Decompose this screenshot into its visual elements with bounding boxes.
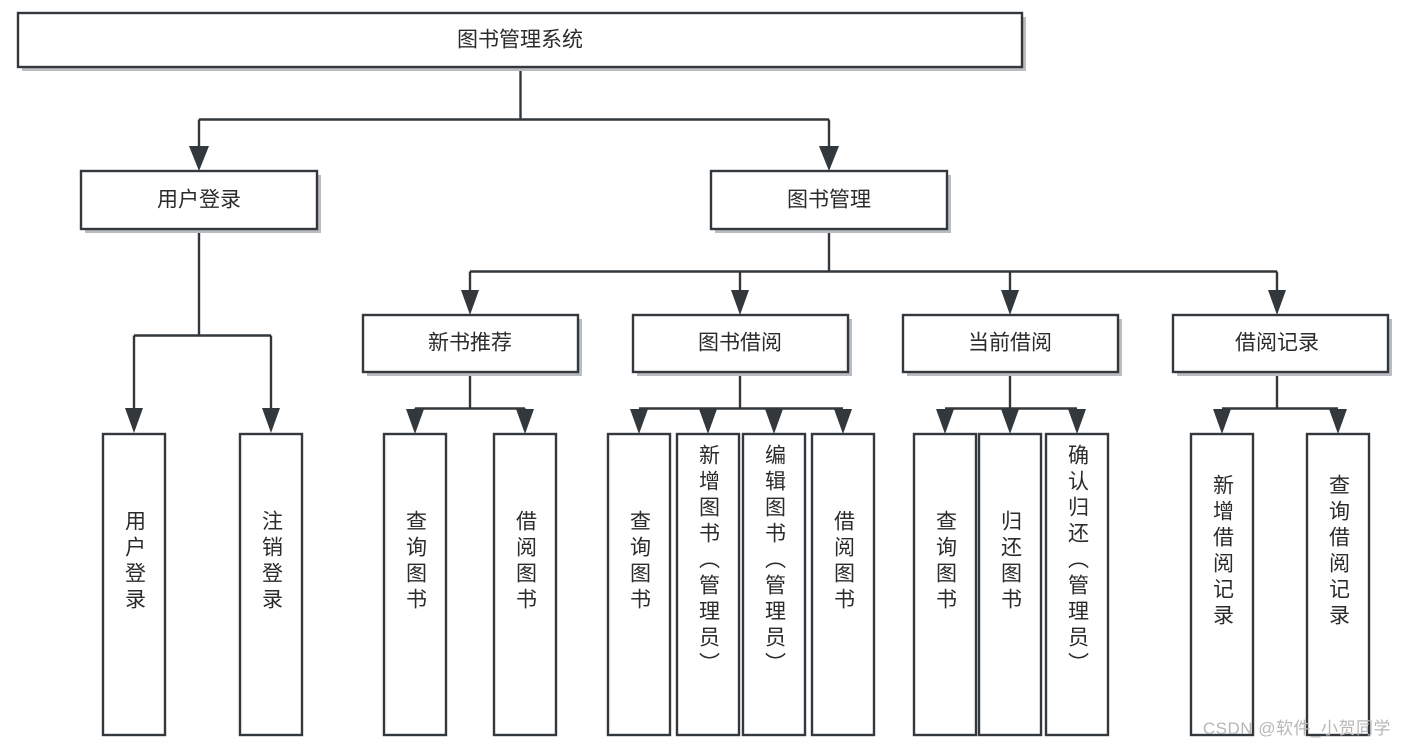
node-current-borrow-box: [901, 313, 1120, 374]
node-book-manage-label: 图书管理: [787, 189, 871, 212]
arrow-borrow-record-leaf-2: [1329, 409, 1347, 434]
node-book-manage-box: [709, 169, 949, 231]
node-current-borrow[interactable]: 当前借阅: [901, 313, 1122, 376]
leaf-current-borrow-2-box: [977, 432, 1043, 737]
leaf-book-borrow-1-box: [606, 432, 672, 737]
arrow-book-borrow-leaf-2: [699, 409, 717, 434]
connector-group-new-book: [406, 375, 534, 434]
node-root[interactable]: 图书管理系统: [16, 11, 1026, 71]
connector-group-borrow-record: [1213, 375, 1347, 434]
node-borrow-record-box: [1171, 313, 1390, 374]
arrow-user-login-leaf-1: [125, 408, 143, 433]
leaf-borrow-record-1[interactable]: [1189, 432, 1255, 737]
node-user-login[interactable]: 用户登录: [79, 169, 321, 233]
node-book-borrow-box: [631, 313, 850, 374]
arrow-book-manage-child-3: [1001, 290, 1019, 315]
leaf-book-borrow-2[interactable]: [675, 432, 741, 737]
arrow-current-borrow-leaf-2: [1001, 409, 1019, 434]
leaf-new-book-1[interactable]: [382, 432, 448, 737]
arrow-root-to-book-manage: [819, 146, 839, 171]
connector-group-root: [189, 67, 839, 171]
arrow-book-manage-child-1: [461, 290, 479, 315]
leaf-borrow-record-1-box: [1189, 432, 1255, 737]
arrow-user-login-leaf-2: [262, 408, 280, 433]
leaf-user-login-2[interactable]: [238, 432, 304, 737]
leaf-current-borrow-1[interactable]: [912, 432, 978, 737]
leaf-book-borrow-4-box: [810, 432, 876, 737]
arrow-current-borrow-leaf-3: [1068, 409, 1086, 434]
node-borrow-record-label: 借阅记录: [1235, 332, 1319, 355]
arrow-borrow-record-leaf-1: [1213, 409, 1231, 434]
node-new-book-recommend-label: 新书推荐: [428, 332, 512, 355]
arrow-current-borrow-leaf-1: [936, 409, 954, 434]
node-current-borrow-label: 当前借阅: [968, 332, 1052, 355]
node-book-borrow[interactable]: 图书借阅: [631, 313, 852, 376]
leaf-new-book-2-box: [492, 432, 558, 737]
watermark-label: CSDN @软件_小贺同学: [1202, 719, 1391, 738]
leaf-new-book-2[interactable]: [492, 432, 558, 737]
node-new-book-recommend-box: [361, 313, 580, 374]
leaf-borrow-record-2-box: [1305, 432, 1371, 737]
leaf-current-borrow-3[interactable]: [1044, 432, 1110, 737]
arrow-book-borrow-leaf-3: [765, 409, 783, 434]
arrow-new-book-leaf-2: [516, 409, 534, 434]
leaf-user-login-2-box: [238, 432, 304, 737]
node-new-book-recommend[interactable]: 新书推荐: [361, 313, 582, 376]
connector-group-book-manage: [461, 232, 1286, 315]
connector-group-book-borrow: [630, 375, 852, 434]
leaf-user-login-1-box: [101, 432, 167, 737]
leaf-book-borrow-1[interactable]: [606, 432, 672, 737]
node-root-box: [16, 11, 1024, 69]
leaf-book-borrow-4[interactable]: [810, 432, 876, 737]
arrow-root-to-user-login: [189, 146, 209, 171]
node-user-login-label: 用户登录: [157, 189, 241, 212]
leaf-new-book-1-box: [382, 432, 448, 737]
leaf-current-borrow-1-box: [912, 432, 978, 737]
arrow-book-borrow-leaf-4: [834, 409, 852, 434]
node-user-login-box: [79, 169, 319, 231]
arrow-book-borrow-leaf-1: [630, 409, 648, 434]
node-book-manage[interactable]: 图书管理: [709, 169, 951, 233]
leaf-book-borrow-3-box: [741, 432, 807, 737]
node-book-borrow-label: 图书借阅: [698, 332, 782, 355]
connector-group-current-borrow: [936, 375, 1086, 434]
arrow-book-manage-child-2: [731, 290, 749, 315]
leaf-book-borrow-3[interactable]: [741, 432, 807, 737]
arrow-new-book-leaf-1: [406, 409, 424, 434]
node-borrow-record[interactable]: 借阅记录: [1171, 313, 1392, 376]
node-root-label: 图书管理系统: [457, 29, 583, 52]
arrow-book-manage-child-4: [1268, 290, 1286, 315]
leaf-current-borrow-3-box: [1044, 432, 1110, 737]
leaf-current-borrow-2[interactable]: [977, 432, 1043, 737]
leaf-book-borrow-2-box: [675, 432, 741, 737]
connector-group-user-login: [125, 232, 280, 433]
leaf-borrow-record-2[interactable]: [1305, 432, 1371, 737]
leaf-user-login-1[interactable]: [101, 432, 167, 737]
